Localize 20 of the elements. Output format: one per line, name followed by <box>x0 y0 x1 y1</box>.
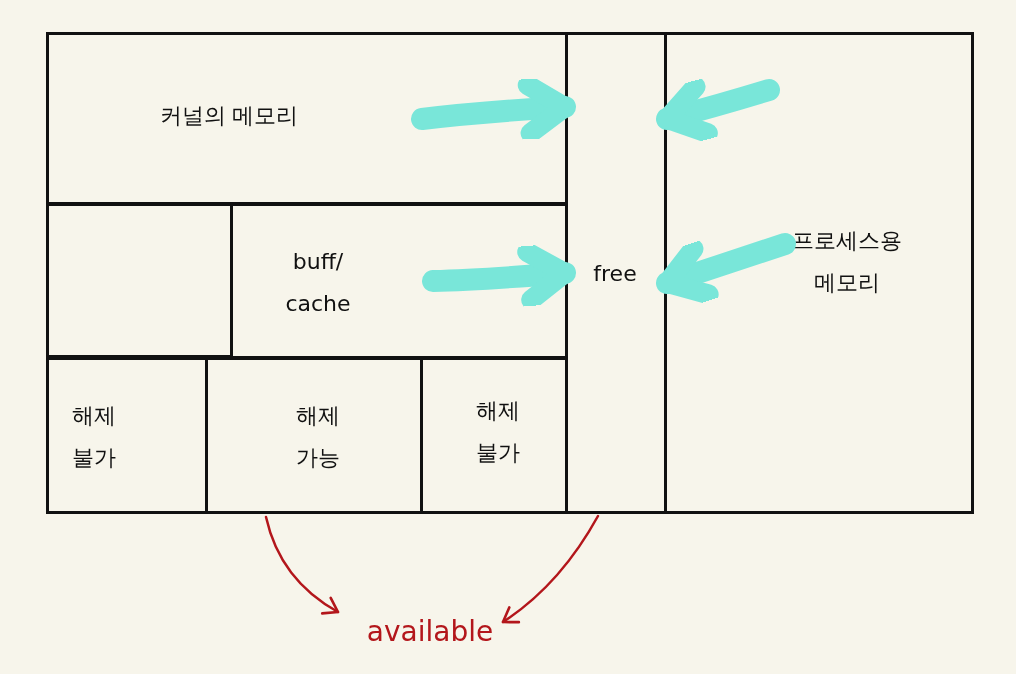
arrow <box>656 76 780 143</box>
memory-region-box <box>565 32 667 514</box>
memory-region-box <box>664 32 974 514</box>
region-label: 해제 불가 <box>475 397 521 467</box>
region-label: free <box>592 260 638 288</box>
memory-region-box <box>205 357 423 514</box>
arrow <box>656 233 796 305</box>
region-label: 해제 가능 <box>295 402 341 472</box>
memory-region-box <box>46 32 568 205</box>
region-label: buff/ cache <box>284 248 352 318</box>
region-label: 커널의 메모리 <box>158 102 300 130</box>
region-label: 해제 불가 <box>71 402 117 472</box>
arrow <box>501 514 600 624</box>
memory-region-box <box>230 203 568 359</box>
region-label: 프로세스용 메모리 <box>791 227 903 297</box>
memory-region-box <box>420 357 568 514</box>
memory-region-box <box>46 357 208 514</box>
memory-box <box>46 203 233 358</box>
result-label: available <box>365 615 495 649</box>
arrow <box>264 515 340 615</box>
